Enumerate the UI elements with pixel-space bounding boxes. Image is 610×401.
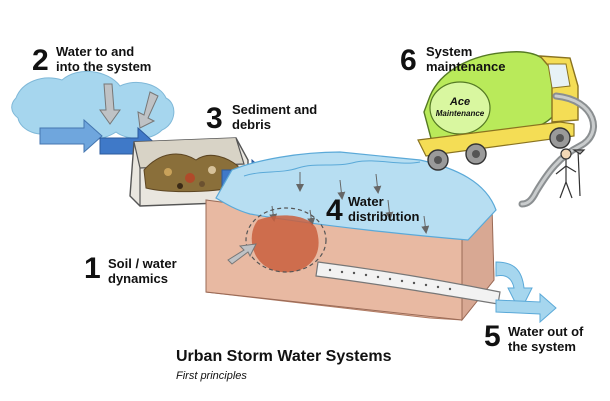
- label-1-number: 1: [84, 252, 101, 285]
- label-4-number: 4: [326, 194, 343, 227]
- label-3-line-1: Sediment and: [232, 102, 318, 117]
- infiltration-zone: [251, 215, 319, 273]
- label-6-line-2: maintenance: [426, 59, 506, 74]
- soil-water-focus-circle: [245, 207, 327, 273]
- label-3-number: 3: [206, 102, 223, 135]
- label-6-text: System maintenance: [426, 44, 505, 74]
- label-4-text: Water distribution: [348, 194, 420, 224]
- diagram-subtitle: First principles: [176, 370, 247, 382]
- diagram-title: Urban Storm Water Systems: [176, 348, 392, 365]
- label-6-line-1: System: [426, 44, 473, 59]
- outflow-arrow: [495, 261, 533, 314]
- inflow-arrows: [99, 83, 159, 129]
- maintenance-truck: [417, 51, 579, 171]
- truck-tank-line2: Maintenance: [435, 109, 485, 118]
- label-2-text: Water to and into the system: [56, 44, 151, 74]
- water-cloud: [11, 70, 175, 140]
- label-1-text: Soil / water dynamics: [108, 256, 177, 286]
- distribution-arrows: [269, 172, 430, 234]
- label-5-line-1: Water out of: [508, 324, 584, 339]
- label-6-number: 6: [400, 44, 417, 77]
- label-4-line-1: Water: [348, 194, 384, 209]
- truck-tank-label: Ace Maintenance: [424, 96, 496, 119]
- label-3-line-2: debris: [232, 117, 272, 132]
- label-5-number: 5: [484, 320, 501, 353]
- label-2-number: 2: [32, 44, 49, 77]
- label-4-line-2: distribution: [348, 209, 420, 224]
- worker-figure: [555, 148, 586, 199]
- truck-tank-line1: Ace: [449, 96, 471, 108]
- label-1-line-2: dynamics: [108, 271, 168, 286]
- outflow-stream: [495, 292, 557, 324]
- inflow-arrow-left: [39, 118, 103, 154]
- label-3-text: Sediment and debris: [232, 102, 317, 132]
- label-1-line-1: Soil / water: [108, 256, 177, 271]
- soil-water-pointer: [227, 243, 257, 265]
- water-wave-line: [243, 160, 421, 177]
- label-2-line-2: into the system: [56, 59, 152, 74]
- label-5-line-2: the system: [508, 339, 576, 354]
- label-2-line-1: Water to and: [56, 44, 135, 59]
- label-5-text: Water out of the system: [508, 324, 583, 354]
